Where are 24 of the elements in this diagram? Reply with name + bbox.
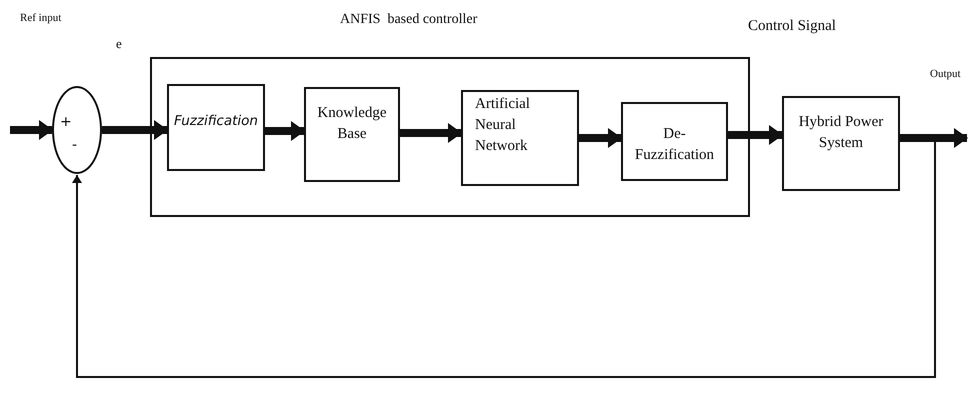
arrow bbox=[900, 128, 968, 148]
box-label: Hybrid Power System bbox=[798, 113, 884, 153]
plus-sign: + bbox=[60, 113, 72, 132]
arrow bbox=[579, 128, 622, 148]
process-box bbox=[621, 102, 728, 181]
process-box bbox=[782, 96, 900, 191]
arrow bbox=[728, 125, 783, 145]
box-label: Knowledge Base bbox=[316, 104, 388, 144]
block-heading: ANFIS based controller bbox=[340, 11, 478, 29]
signal-label: Output bbox=[930, 68, 961, 80]
arrow bbox=[265, 121, 305, 141]
box-label: Artificial Neural Network bbox=[475, 95, 531, 156]
box-label: Fuzzification bbox=[173, 112, 259, 131]
box-label: De- Fuzzification bbox=[634, 125, 716, 165]
process-box bbox=[304, 87, 400, 182]
process-box bbox=[167, 84, 265, 171]
process-box bbox=[461, 90, 579, 186]
signal-label: Ref input bbox=[20, 12, 62, 24]
arrow bbox=[102, 120, 168, 140]
arrow bbox=[400, 123, 462, 143]
signal-label: Control Signal bbox=[748, 18, 836, 35]
signal-label: e bbox=[116, 36, 122, 52]
minus-sign: - bbox=[72, 136, 78, 155]
arrow bbox=[10, 120, 53, 140]
